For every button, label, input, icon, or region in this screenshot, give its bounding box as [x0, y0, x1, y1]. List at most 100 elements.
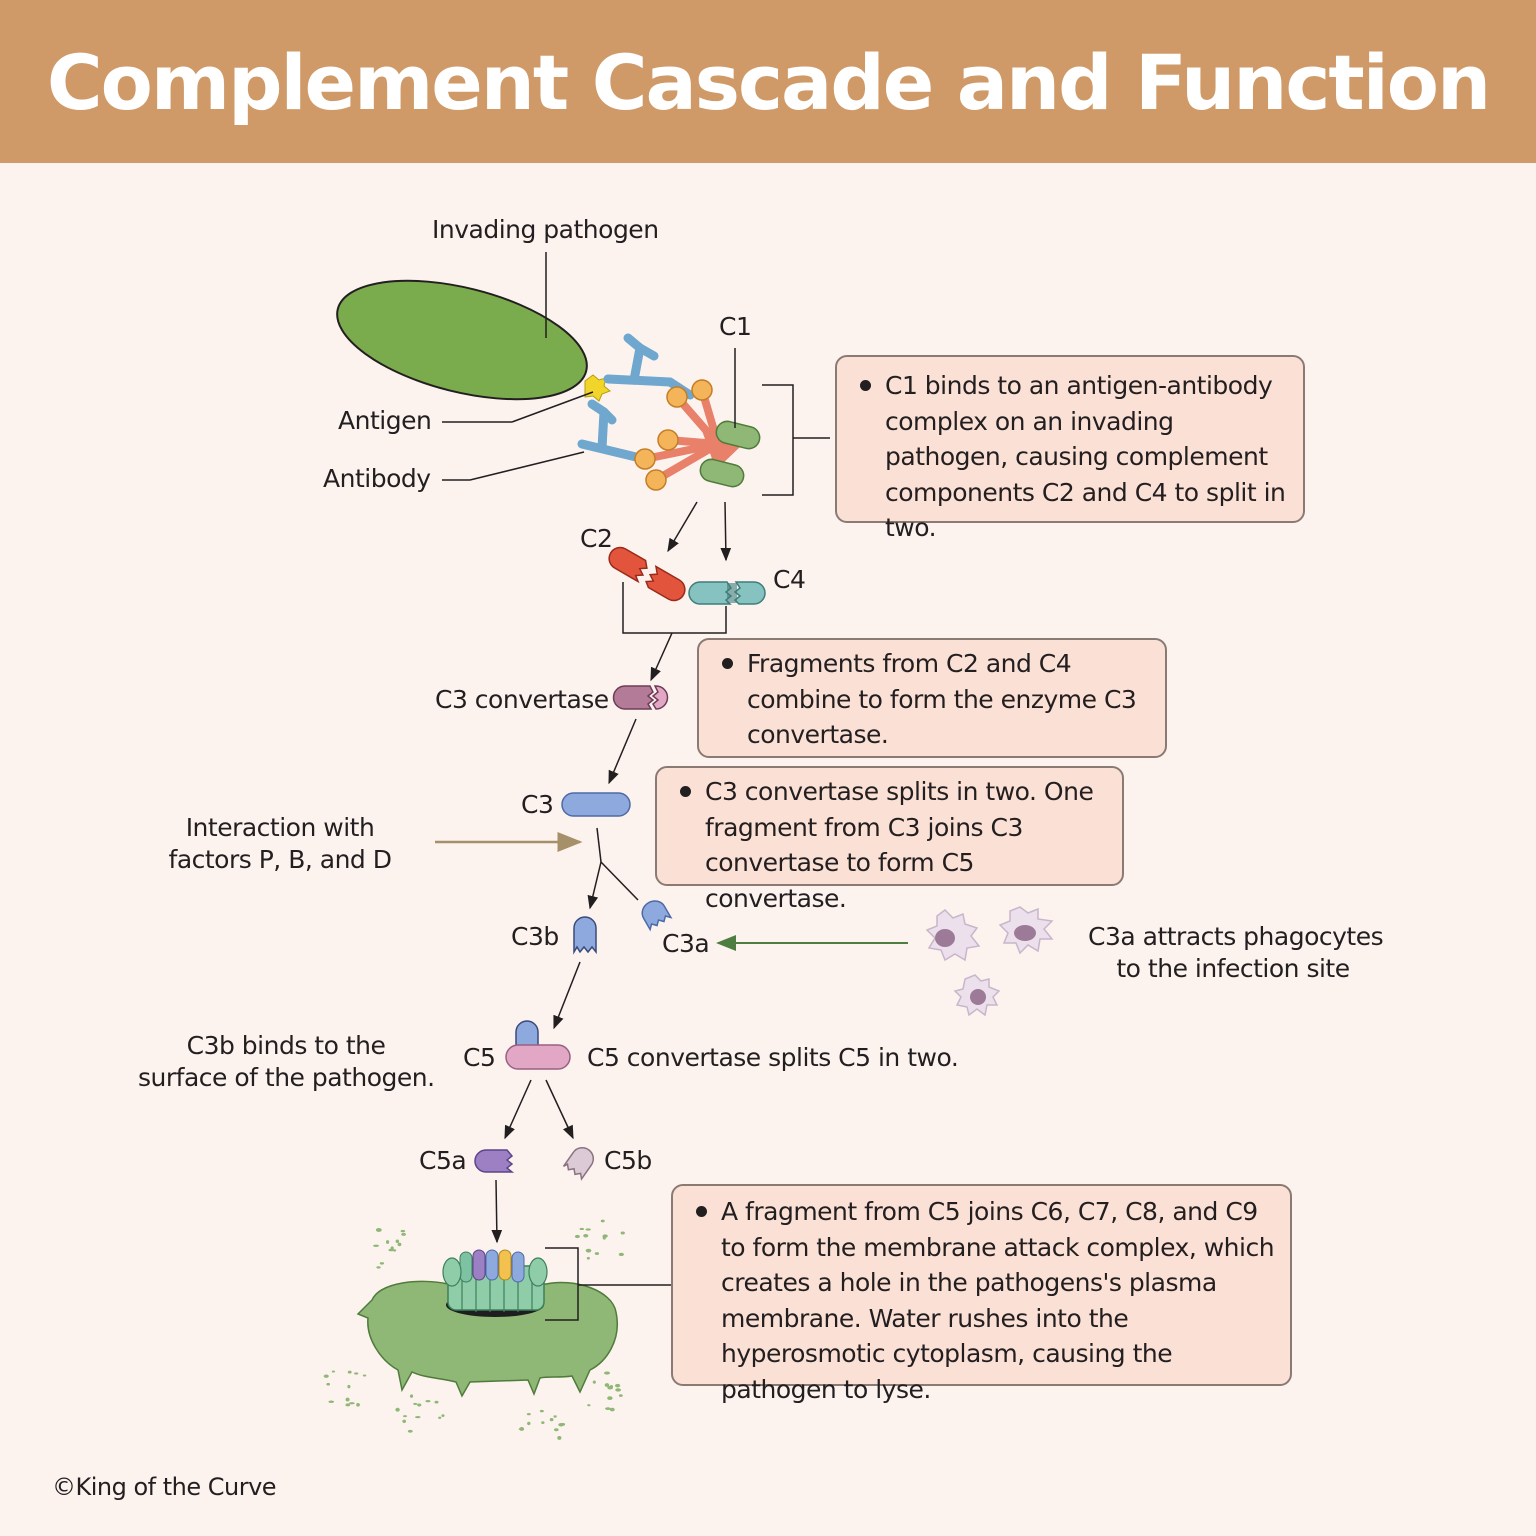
c1-bracket — [762, 384, 830, 496]
debris-particle — [609, 1407, 615, 1412]
debris-particle — [326, 1382, 331, 1386]
debris-particle — [600, 1219, 605, 1223]
info-box-c3-convertase: Fragments from C2 and C4 combine to form… — [697, 638, 1167, 758]
debris-particle — [385, 1240, 390, 1244]
c3b-binds-line-1: C3b binds to the — [186, 1031, 386, 1060]
label-interaction: Interaction with factors P, B, and D — [164, 812, 396, 876]
arrow-to-c2 — [667, 501, 698, 553]
debris-particle — [323, 1374, 329, 1378]
debris-particle — [615, 1388, 621, 1392]
info-box-c5-convertase: C3 convertase splits in two. One fragmen… — [655, 766, 1124, 913]
c1-complex — [634, 379, 761, 491]
debris-particle — [583, 1234, 589, 1238]
c3a-molecule — [641, 900, 673, 932]
label-c2: C2 — [580, 524, 613, 553]
c3b-binds-line-2: surface of the pathogen. — [138, 1063, 435, 1092]
c2-fragments — [608, 546, 686, 602]
debris-particle — [402, 1419, 407, 1424]
label-c5: C5 — [463, 1043, 496, 1072]
debris-particle — [349, 1402, 355, 1405]
debris-particle — [587, 1404, 591, 1407]
info-box-mac: A fragment from C5 joins C6, C7, C8, and… — [671, 1184, 1292, 1404]
debris-particle — [414, 1416, 421, 1419]
arrow-to-c3b — [587, 861, 602, 910]
arrow-to-c4 — [720, 501, 732, 562]
membrane-attack-complex — [442, 1249, 548, 1312]
debris-particle — [400, 1229, 406, 1233]
debris-particle — [434, 1400, 439, 1404]
debris-particle — [579, 1227, 584, 1231]
info-box-mac-text: A fragment from C5 joins C6, C7, C8, and… — [696, 1194, 1276, 1407]
debris-particle — [395, 1407, 400, 1412]
debris-particle — [356, 1402, 360, 1407]
debris-particle — [592, 1380, 596, 1384]
debris-particle — [618, 1394, 623, 1397]
debris-particle — [602, 1235, 606, 1240]
c5a-molecule — [474, 1149, 515, 1173]
debris-particle — [388, 1248, 394, 1252]
arrow-to-c5 — [553, 961, 581, 1030]
phagocyte-icon — [998, 906, 1054, 955]
arrow-to-c5b — [545, 1079, 574, 1140]
debris-particle — [345, 1403, 351, 1407]
debris-particle — [541, 1421, 545, 1425]
debris-particle — [409, 1394, 414, 1398]
debris-particle — [331, 1370, 336, 1373]
debris-particle — [607, 1386, 613, 1390]
arrow-to-c5a — [504, 1079, 532, 1140]
interaction-line-1: Interaction with — [185, 813, 375, 842]
debris-particle — [401, 1232, 406, 1236]
debris-particle — [373, 1244, 379, 1247]
debris-particle — [397, 1242, 402, 1247]
debris-particle — [620, 1231, 625, 1235]
arrow-to-mac — [491, 1179, 503, 1244]
label-c1: C1 — [719, 312, 752, 341]
label-antibody: Antibody — [323, 464, 431, 493]
debris-particle — [604, 1383, 610, 1387]
debris-particle — [375, 1228, 382, 1232]
phagocyte-icon — [953, 974, 1001, 1017]
antibody-pointer — [469, 451, 585, 481]
page-title: Complement Cascade and Function — [46, 38, 1491, 127]
c5-molecule — [505, 1020, 571, 1070]
debris-particle — [618, 1252, 624, 1257]
debris-particle — [553, 1415, 557, 1418]
info-box-c1: C1 binds to an antigen-antibody complex … — [835, 355, 1305, 542]
debris-particle — [539, 1409, 544, 1413]
c3a-attracts-line-2: to the infection site — [1116, 954, 1350, 983]
c3a-attracts-line-1: C3a attracts phagocytes — [1088, 922, 1384, 951]
debris-particle — [519, 1426, 525, 1431]
title-banner: Complement Cascade and Function — [0, 0, 1536, 163]
mac-bracket — [545, 1247, 672, 1321]
label-c5-splits: C5 convertase splits C5 in two. — [587, 1043, 959, 1072]
debris-particle — [574, 1234, 580, 1239]
label-c3: C3 — [521, 790, 554, 819]
debris-particle — [604, 1371, 610, 1375]
debris-particle — [328, 1400, 335, 1403]
debris-particle — [417, 1403, 422, 1407]
debris-particle — [347, 1370, 352, 1374]
debris-particle — [549, 1418, 554, 1422]
debris-particle — [527, 1421, 531, 1426]
label-c3-convertase: C3 convertase — [435, 685, 609, 714]
debris-particle — [554, 1428, 559, 1432]
debris-particle — [586, 1256, 590, 1260]
arrow-to-c3-convertase — [650, 632, 673, 682]
debris-particle — [441, 1414, 445, 1417]
label-invading-pathogen: Invading pathogen — [432, 215, 659, 244]
info-box-c3-convertase-text: Fragments from C2 and C4 combine to form… — [722, 646, 1151, 753]
label-c5b: C5b — [604, 1146, 652, 1175]
copyright: ©King of the Curve — [52, 1473, 277, 1501]
info-box-c1-text: C1 binds to an antigen-antibody complex … — [860, 368, 1289, 546]
debris-particle — [395, 1239, 400, 1243]
info-box-c5-convertase-text: C3 convertase splits in two. One fragmen… — [680, 774, 1110, 916]
debris-particle — [561, 1423, 566, 1426]
line-to-c3a — [600, 861, 639, 901]
debris-particle — [605, 1407, 611, 1411]
combine-bracket — [622, 582, 727, 634]
debris-particle — [557, 1435, 562, 1440]
debris-particle — [585, 1228, 591, 1231]
debris-particle — [614, 1383, 621, 1388]
antigen-pointer — [511, 391, 594, 423]
